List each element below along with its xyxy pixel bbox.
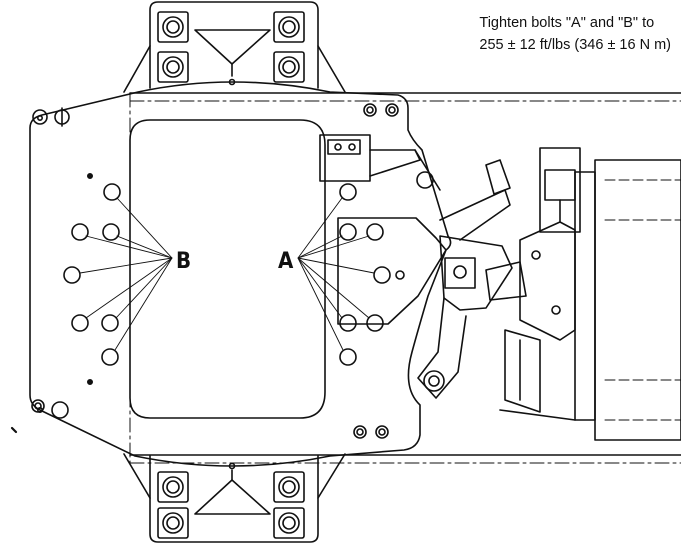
bolt-label-a: A — [278, 249, 294, 274]
bottom-bracket — [123, 453, 346, 543]
bolt-group-a — [339, 183, 391, 366]
torque-instruction-line-2: 255 ± 12 ft/lbs (346 ± 16 N m) — [479, 37, 671, 53]
torque-instruction-line-1: Tighten bolts "A" and "B" to — [479, 15, 655, 31]
steering-gear — [319, 134, 527, 399]
main-plate — [29, 81, 452, 467]
perimeter-fasteners — [31, 103, 434, 439]
frame-rails — [129, 92, 681, 464]
leader-lines-b — [79, 197, 173, 351]
top-bracket — [123, 1, 346, 93]
leader-lines-a — [297, 197, 375, 351]
bolt-label-b: B — [176, 249, 191, 274]
bolt-group-b — [63, 173, 121, 385]
torque-instruction: Tighten bolts "A" and "B" to 255 ± 12 ft… — [479, 12, 671, 56]
gusset-plate — [337, 217, 447, 325]
pump-assembly — [499, 147, 681, 441]
stray-mark — [10, 426, 18, 434]
